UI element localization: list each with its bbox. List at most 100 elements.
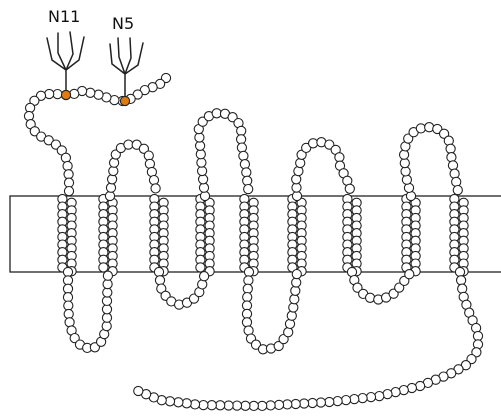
residue — [345, 184, 354, 193]
residue — [207, 401, 216, 410]
glycan-tree-n11 — [47, 32, 84, 95]
residue — [402, 175, 411, 184]
residue — [266, 401, 275, 410]
residue — [165, 397, 174, 406]
residue — [350, 395, 359, 404]
residue — [447, 153, 456, 162]
residue — [249, 401, 258, 410]
residue — [453, 186, 462, 195]
residue — [155, 276, 164, 285]
residue — [61, 153, 70, 162]
residue — [102, 313, 111, 322]
residue — [195, 133, 204, 142]
residue — [239, 151, 248, 160]
residue — [450, 169, 459, 178]
residue — [174, 398, 183, 407]
residue — [224, 401, 233, 410]
residue — [134, 386, 143, 395]
residue — [242, 301, 251, 310]
residue — [258, 401, 267, 410]
residue — [110, 158, 119, 167]
residue — [232, 401, 241, 410]
residue — [64, 301, 73, 310]
residue — [244, 185, 253, 194]
residue — [237, 126, 246, 135]
residue — [63, 161, 72, 170]
residue — [200, 191, 209, 200]
residue — [289, 303, 298, 312]
residue — [102, 305, 111, 314]
residue — [216, 401, 225, 410]
residue — [366, 393, 375, 402]
residue — [291, 286, 300, 295]
residue — [182, 399, 191, 408]
residue — [452, 177, 461, 186]
residue — [102, 296, 111, 305]
residue — [144, 151, 153, 160]
residue — [45, 89, 54, 98]
residue — [358, 394, 367, 403]
residue — [198, 166, 207, 175]
residue — [375, 392, 384, 401]
residue — [63, 276, 72, 285]
residue — [446, 144, 455, 153]
residue — [405, 270, 414, 279]
residue — [63, 284, 72, 293]
residue — [63, 293, 72, 302]
residue — [333, 397, 342, 406]
residue — [292, 278, 301, 287]
residue — [400, 150, 409, 159]
residue — [287, 311, 296, 320]
residue — [316, 398, 325, 407]
residue — [455, 267, 464, 276]
residue — [242, 168, 251, 177]
residue — [199, 183, 208, 192]
residue-chain — [24, 73, 482, 410]
residue — [296, 158, 305, 167]
residue — [151, 184, 160, 193]
residue — [241, 401, 250, 410]
residue — [366, 293, 375, 302]
residue — [196, 150, 205, 159]
residue — [154, 267, 163, 276]
residue — [64, 187, 73, 196]
residue — [197, 158, 206, 167]
residue — [105, 191, 114, 200]
residue — [285, 319, 294, 328]
residue — [190, 400, 199, 409]
residue — [292, 191, 301, 200]
residue — [325, 397, 334, 406]
residue — [341, 396, 350, 405]
residue — [199, 175, 208, 184]
residue — [308, 398, 317, 407]
residue — [103, 288, 112, 297]
residue — [103, 271, 112, 280]
residue — [473, 331, 482, 340]
residue — [237, 143, 246, 152]
residue — [86, 88, 95, 97]
residue — [199, 401, 208, 410]
residue — [243, 293, 252, 302]
site-label-n5: N5 — [112, 14, 134, 33]
residue — [242, 318, 251, 327]
residue — [400, 159, 409, 168]
residue — [149, 176, 158, 185]
residue — [106, 183, 115, 192]
residue — [240, 160, 249, 169]
residue — [244, 267, 253, 276]
residue — [284, 328, 293, 337]
residue — [309, 139, 318, 148]
site-label-n11: N11 — [48, 7, 80, 26]
residue — [274, 400, 283, 409]
residue — [290, 295, 299, 304]
residue — [300, 399, 309, 408]
residue — [291, 399, 300, 408]
residue — [64, 170, 73, 179]
residue — [200, 272, 209, 281]
residue — [108, 175, 117, 184]
residue — [196, 263, 205, 272]
residue — [458, 284, 467, 293]
residue — [198, 280, 207, 289]
residue — [457, 276, 466, 285]
